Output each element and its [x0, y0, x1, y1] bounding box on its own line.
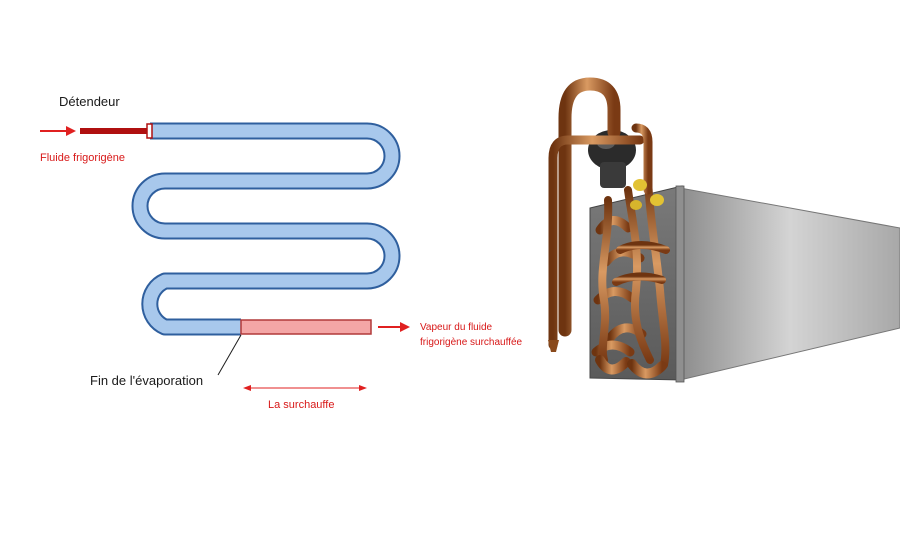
suction-stub [548, 135, 645, 350]
label-fluide: Fluide frigorigène [40, 152, 125, 164]
suction-loop [558, 77, 621, 337]
yellow-cap-1 [633, 179, 647, 191]
yellow-cap-3 [630, 200, 642, 210]
valve-connector [146, 123, 153, 139]
serpentine-diagram: Détendeur Fluide frigorigène Vapeur du f… [40, 94, 523, 411]
expansion-valve [80, 128, 150, 134]
tube-vapor-section [240, 319, 372, 335]
outlet-arrow-head [400, 322, 410, 332]
inlet-arrow-head [66, 126, 76, 136]
label-surchauffe: La surchauffe [268, 399, 334, 411]
superheat-arrow-right [359, 385, 367, 391]
bottom-bends [595, 355, 667, 379]
tube-tip [548, 340, 559, 352]
label-fin-evaporation: Fin de l'évaporation [90, 373, 203, 388]
distributor-neck [600, 162, 626, 188]
yellow-cap-2 [650, 194, 664, 206]
tube-liquid [133, 124, 399, 334]
superheat-arrow-left [243, 385, 251, 391]
copper-circuits [598, 176, 670, 369]
fin-block-front [679, 187, 900, 381]
label-detendeur: Détendeur [59, 94, 120, 109]
suction-return [631, 123, 653, 195]
finned-coil-evaporator-icon [548, 77, 900, 383]
evaporation-end-pointer [217, 334, 242, 376]
label-vapeur-line2: frigorigène surchauffée [420, 337, 523, 348]
coil-frame-edge [675, 185, 685, 383]
label-vapeur-line1: Vapeur du fluide [420, 322, 493, 333]
